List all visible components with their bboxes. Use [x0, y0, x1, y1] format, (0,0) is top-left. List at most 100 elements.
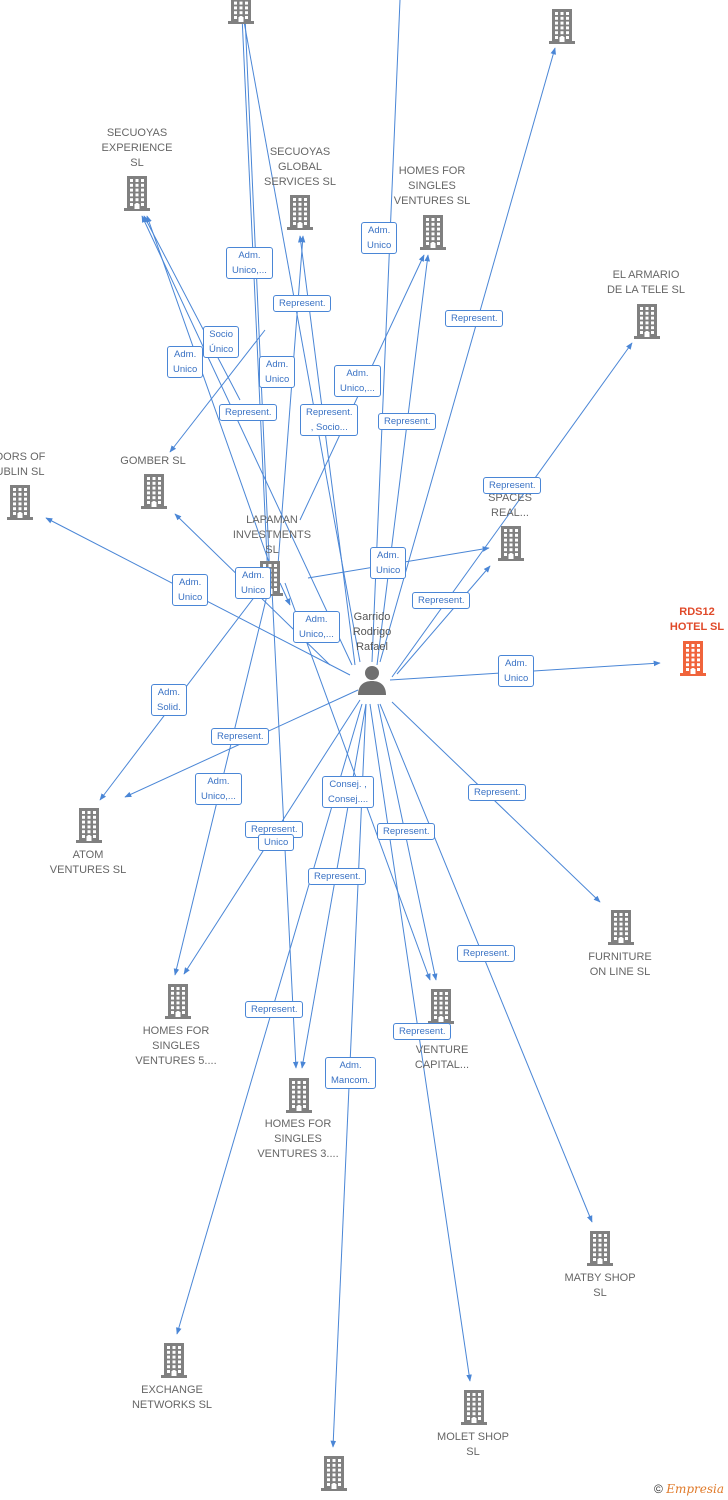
building-icon[interactable] — [546, 8, 578, 49]
edge-line-12 — [391, 701, 601, 903]
edge-line-18 — [369, 703, 472, 1382]
company-name: LAPAMAN INVESTMENTS SL — [232, 514, 312, 556]
company-name: SECUOYAS GLOBAL SERVICES SL — [264, 146, 336, 188]
edge-line-22 — [146, 215, 271, 566]
edge-label[interactable]: Adm. Unico — [370, 547, 407, 579]
company-name: RDS12 HOTEL SL — [669, 606, 725, 633]
company-name: HOMES FOR SINGLES VENTURES 5.... — [135, 1025, 217, 1067]
person-icon[interactable] — [356, 664, 388, 701]
building-icon[interactable] — [162, 983, 194, 1024]
edge-label[interactable]: Represent. — [483, 477, 542, 494]
building-icon[interactable] — [677, 640, 709, 681]
edge-label[interactable]: Represent. — [457, 945, 516, 962]
edge-label[interactable]: Consej. , Consej.... — [322, 776, 375, 808]
building-icon[interactable] — [284, 194, 316, 235]
edge-line-20 — [239, 15, 269, 581]
edge-line-15 — [300, 703, 367, 1069]
edge-label[interactable]: Unico — [258, 834, 295, 851]
company-name: HOMES FOR SINGLES VENTURES SL — [393, 165, 471, 207]
edge-label[interactable]: Adm. Unico,... — [293, 611, 340, 643]
company-name: EXCHANGE NETWORKS SL — [131, 1384, 213, 1411]
building-icon[interactable] — [73, 807, 105, 848]
edge-line-23 — [277, 235, 306, 566]
edge-label[interactable]: Adm. Unico — [167, 346, 204, 378]
building-icon[interactable] — [138, 473, 170, 514]
person-label[interactable]: Garrido Rodrigo Rafael — [312, 610, 432, 655]
building-icon[interactable] — [4, 484, 36, 525]
edge-line-6 — [391, 342, 633, 678]
company-name: EL ARMARIO DE LA TELE SL — [606, 269, 686, 296]
company-name: FURNITURE ON LINE SL — [588, 951, 652, 978]
company-label-lapaman[interactable]: LAPAMAN INVESTMENTS SL — [212, 513, 332, 558]
building-icon[interactable] — [425, 988, 457, 1029]
company-label-furniture[interactable]: FURNITURE ON LINE SL — [560, 950, 680, 980]
edge-label[interactable]: Adm. Mancom. — [325, 1057, 377, 1089]
edge-label[interactable]: Adm. Unico,... — [334, 365, 381, 397]
edge-label[interactable]: Adm. Unico,... — [195, 773, 242, 805]
company-label-homes-3[interactable]: HOMES FOR SINGLES VENTURES 3.... — [238, 1117, 358, 1162]
edge-label[interactable]: Represent. — [219, 404, 278, 421]
company-name: SPACES REAL... — [488, 492, 532, 519]
edge-label[interactable]: Represent. — [273, 295, 332, 312]
edge-line-26 — [279, 582, 291, 606]
edge-label[interactable]: Represent. — [308, 868, 367, 885]
edge-label[interactable]: Represent. — [245, 1001, 304, 1018]
company-name: MOLET SHOP SL — [437, 1431, 509, 1458]
edge-label[interactable]: Adm. Solid. — [151, 684, 187, 716]
edge-line-9 — [396, 565, 491, 675]
edge-line-17 — [176, 703, 363, 1335]
edge-label[interactable]: Adm. Unico — [172, 574, 209, 606]
edge-label[interactable]: Represent. — [211, 728, 270, 745]
building-icon[interactable] — [158, 1342, 190, 1383]
building-icon[interactable] — [495, 525, 527, 566]
edge-label[interactable]: Socio Único — [203, 326, 240, 358]
company-label-exchange[interactable]: EXCHANGE NETWORKS SL — [112, 1383, 232, 1413]
edge-label[interactable]: Represent. , Socio... — [300, 404, 359, 436]
company-label-rds12[interactable]: RDS12 HOTEL SL — [637, 605, 728, 635]
company-label-gomber[interactable]: GOMBER SL — [93, 454, 213, 469]
building-icon[interactable] — [121, 175, 153, 216]
edge-label[interactable]: Represent. — [377, 823, 436, 840]
edge-label[interactable]: Represent. — [445, 310, 504, 327]
building-icon[interactable] — [605, 909, 637, 950]
company-label-el-armario[interactable]: EL ARMARIO DE LA TELE SL — [586, 268, 706, 298]
edge-label[interactable]: Adm. Unico — [235, 567, 272, 599]
edge-label[interactable]: Adm. Unico,... — [226, 247, 273, 279]
edge-label[interactable]: Represent. — [468, 784, 527, 801]
company-label-secuoyas-global[interactable]: SECUOYAS GLOBAL SERVICES SL — [240, 145, 360, 190]
company-name: GOMBER SL — [120, 455, 186, 467]
edge-line-16 — [379, 703, 593, 1223]
building-icon[interactable] — [584, 1230, 616, 1271]
edge-label[interactable]: Represent. — [393, 1023, 452, 1040]
company-name: HOMES FOR SINGLES VENTURES 3.... — [257, 1118, 339, 1160]
company-label-secuoyas-experience[interactable]: SECUOYAS EXPERIENCE SL — [77, 126, 197, 171]
building-icon[interactable] — [318, 1455, 350, 1496]
empresia-logo-text[interactable]: Empresia — [666, 1482, 724, 1496]
company-label-atom[interactable]: ATOM VENTURES SL — [28, 848, 148, 878]
building-icon[interactable] — [417, 214, 449, 255]
edge-line-31 — [169, 329, 266, 453]
company-label-matby[interactable]: MATBY SHOP SL — [540, 1271, 660, 1301]
company-label-molet[interactable]: MOLET SHOP SL — [413, 1430, 533, 1460]
edge-line-21 — [242, 15, 271, 581]
edge-line-3 — [141, 215, 353, 666]
edge-label[interactable]: Represent. — [412, 592, 471, 609]
edge-label[interactable]: Adm. Unico — [361, 222, 398, 254]
company-label-homes-singles-ventures[interactable]: HOMES FOR SINGLES VENTURES SL — [372, 164, 492, 209]
building-icon[interactable] — [283, 1077, 315, 1118]
company-name: SECUOYAS EXPERIENCE SL — [101, 127, 173, 169]
company-name: OORS OF UBLIN SL — [0, 451, 46, 478]
company-label-homes-5[interactable]: HOMES FOR SINGLES VENTURES 5.... — [116, 1024, 236, 1069]
edge-line-14 — [377, 703, 438, 981]
company-label-doors-dublin[interactable]: OORS OF UBLIN SL — [0, 450, 80, 480]
building-icon[interactable] — [458, 1389, 490, 1430]
edge-line-2 — [379, 47, 556, 663]
edge-label[interactable]: Adm. Unico — [259, 356, 296, 388]
building-icon[interactable] — [631, 303, 663, 344]
company-name: ATOM VENTURES SL — [49, 849, 127, 876]
person-name: Garrido Rodrigo Rafael — [352, 611, 392, 653]
edge-label[interactable]: Adm. Unico — [498, 655, 535, 687]
company-label-spaces-real[interactable]: SPACES REAL... — [450, 491, 570, 521]
building-icon[interactable] — [225, 0, 257, 29]
edge-label[interactable]: Represent. — [378, 413, 437, 430]
